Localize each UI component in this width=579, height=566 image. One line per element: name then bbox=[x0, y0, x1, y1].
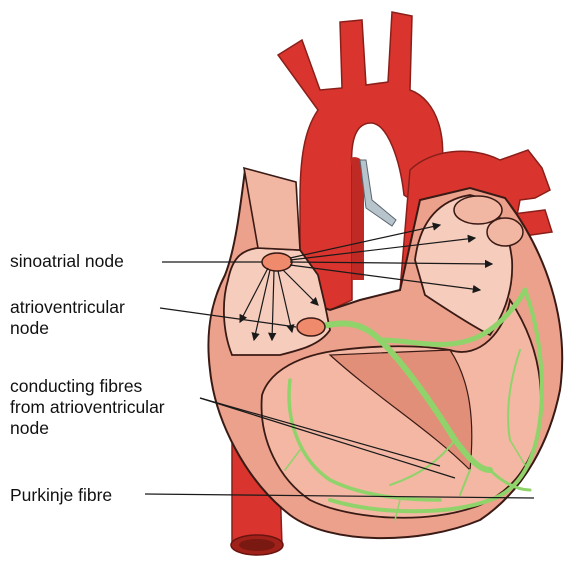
label-purkinje-fibre: Purkinje fibre bbox=[10, 485, 112, 506]
label-atrioventricular-node: atrioventricular node bbox=[10, 297, 125, 339]
label-sinoatrial-node: sinoatrial node bbox=[10, 251, 124, 272]
pulmonary-vein bbox=[360, 160, 396, 226]
pulmonary-valve-lower bbox=[487, 218, 523, 246]
label-cf-line1: conducting fibres bbox=[10, 376, 165, 397]
label-av-line2: node bbox=[10, 318, 125, 339]
sinoatrial-node bbox=[262, 253, 292, 271]
label-cf-line3: node bbox=[10, 418, 165, 439]
label-cf-line2: from atrioventricular bbox=[10, 397, 165, 418]
label-conducting-fibres: conducting fibres from atrioventricular … bbox=[10, 376, 165, 439]
label-av-line1: atrioventricular bbox=[10, 297, 125, 318]
atrioventricular-node bbox=[297, 318, 325, 336]
